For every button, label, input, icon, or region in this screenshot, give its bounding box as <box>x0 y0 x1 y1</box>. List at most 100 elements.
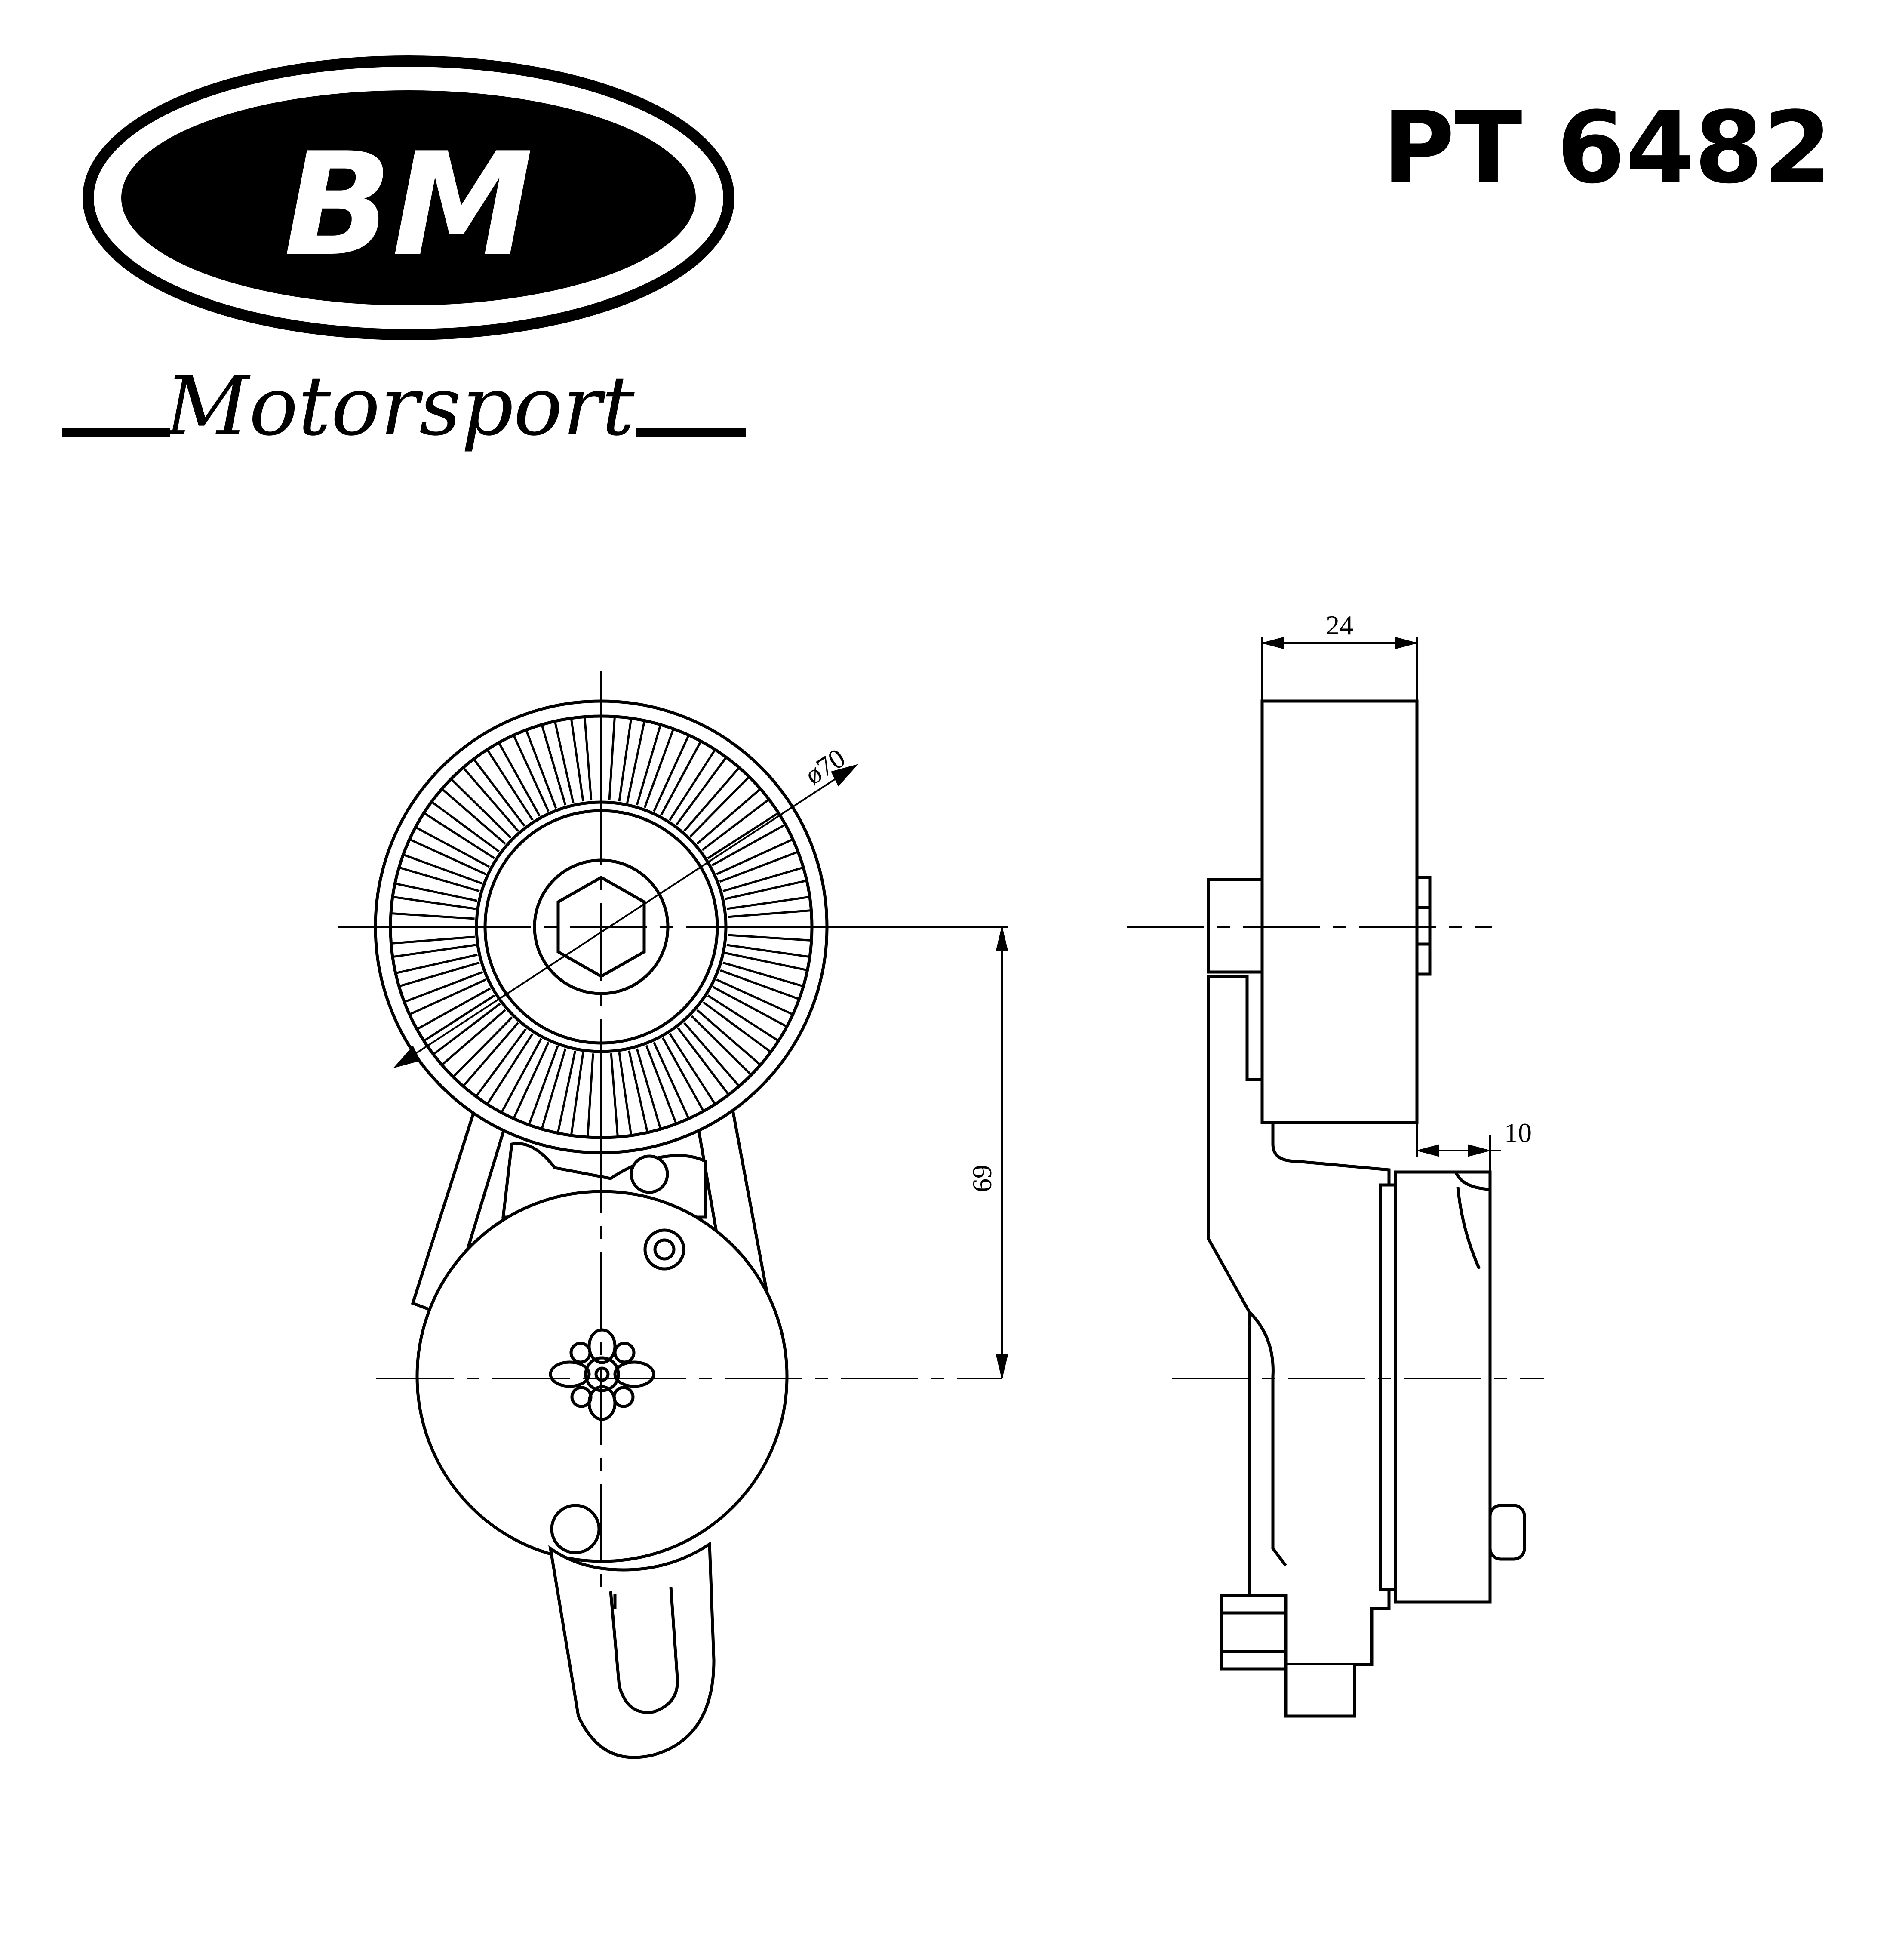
pulley-rib <box>410 839 486 875</box>
pulley-rib <box>701 799 769 851</box>
pulley-rib <box>393 944 476 958</box>
pulley-rib <box>554 722 575 803</box>
pulley-rib <box>711 824 785 866</box>
pulley-rib <box>513 1042 550 1118</box>
pulley-rib <box>707 994 778 1041</box>
pulley-rib <box>643 729 674 808</box>
side-centerlines <box>1127 926 1544 1379</box>
pulley-rib <box>726 896 809 910</box>
pulley-rib <box>645 1045 677 1123</box>
pulley-rib <box>463 1022 519 1086</box>
pulley-rib <box>424 994 495 1041</box>
pulley-rib <box>726 944 809 958</box>
pulley-rib <box>396 954 478 974</box>
pulley-rib <box>587 1053 594 1137</box>
pulley-rib <box>636 725 661 806</box>
front-centerlines <box>338 671 1002 1591</box>
pulley-rib <box>399 867 480 892</box>
pulley-rib <box>584 717 593 801</box>
pulley-rib <box>557 1051 576 1133</box>
pulley-rib <box>393 896 476 910</box>
pulley-rib <box>653 735 689 812</box>
pulley-rib <box>403 854 482 885</box>
pulley-rib <box>662 1037 704 1111</box>
pulley-rib <box>722 867 803 892</box>
pulley-rib <box>727 909 811 918</box>
pulley-rib <box>608 717 616 800</box>
pulley-rib <box>525 730 557 809</box>
side-bolt-lower <box>1220 1594 1288 1671</box>
pulley-rib <box>628 1050 648 1132</box>
center-distance-label: 69 <box>967 1165 997 1192</box>
pulley-rib <box>712 986 787 1028</box>
pulley-rib <box>716 839 793 875</box>
pulley-rib <box>720 969 799 1000</box>
logo-tagline-text: Motorsport <box>164 359 635 454</box>
pulley-rib <box>618 719 632 802</box>
pulley-rib <box>442 1009 506 1065</box>
pulley-rib <box>451 778 512 839</box>
pulley-rib <box>653 1042 689 1118</box>
pulley-rib <box>528 1046 559 1125</box>
side-bolt-left <box>1207 878 1264 974</box>
pulley-rib <box>473 759 525 827</box>
pulley-rib <box>626 721 645 803</box>
pulley-rib <box>541 1048 567 1129</box>
pulley-rib <box>424 812 495 859</box>
pulley-rib <box>541 725 567 806</box>
side-view <box>1207 699 1526 1718</box>
brand-logo: BM Motorsport <box>62 55 746 454</box>
pulley-rib <box>487 1033 534 1104</box>
pulley-rib <box>405 971 483 1003</box>
pulley-rib <box>513 735 550 812</box>
pulley-rib <box>636 1048 661 1129</box>
pulley-rib <box>417 988 491 1030</box>
pulley-rib <box>487 750 534 821</box>
pulley-rib <box>716 978 793 1015</box>
pulley-rib <box>501 1038 542 1113</box>
pulley-rib <box>725 952 807 971</box>
offset-label: 10 <box>1504 1117 1532 1148</box>
pulley-rib <box>391 912 475 920</box>
pulley-rib <box>676 757 727 826</box>
pulley-rib <box>683 767 740 832</box>
pulley-rib <box>669 1033 716 1104</box>
pulley-rib <box>442 788 506 845</box>
pulley-rib <box>683 1022 740 1086</box>
pulley-rib <box>725 880 806 900</box>
pulley-rib <box>691 1015 752 1075</box>
pulley-rib <box>570 1052 584 1135</box>
side-tensioner-body <box>1394 1170 1492 1604</box>
pulley-rib <box>702 1001 771 1052</box>
pulley-rib <box>610 1053 619 1136</box>
pulley-rib <box>696 1009 761 1065</box>
width-label: 24 <box>1326 610 1353 640</box>
pulley-rib <box>498 743 541 817</box>
pulley-rib <box>728 934 811 942</box>
side-pulley <box>1260 699 1419 1124</box>
pulley-rib <box>719 851 798 883</box>
pulley-rib <box>431 801 500 852</box>
pulley-rib <box>410 978 486 1015</box>
pulley-rib <box>476 1028 527 1097</box>
pulley-rib <box>722 961 803 987</box>
logo-brand-text: BM <box>284 122 533 287</box>
pulley-rib <box>618 1052 632 1135</box>
pulley-rib <box>453 1016 513 1077</box>
side-nut-right <box>1415 876 1432 976</box>
part-number: PT 6482 <box>1382 91 1832 206</box>
pulley-rib <box>433 1003 501 1055</box>
pulley-rib <box>677 1027 729 1095</box>
side-stub-right <box>1488 1504 1526 1561</box>
pulley-rib <box>689 776 750 837</box>
pulley-rib <box>415 826 490 868</box>
pulley-rib <box>392 935 475 945</box>
diameter-label: ø70 <box>799 742 851 791</box>
pulley-rib <box>399 961 480 987</box>
pulley-rib <box>395 883 477 902</box>
width-dimension <box>1261 637 1418 701</box>
offset-dimension <box>1416 1123 1501 1189</box>
tab-slot <box>609 1587 679 1714</box>
